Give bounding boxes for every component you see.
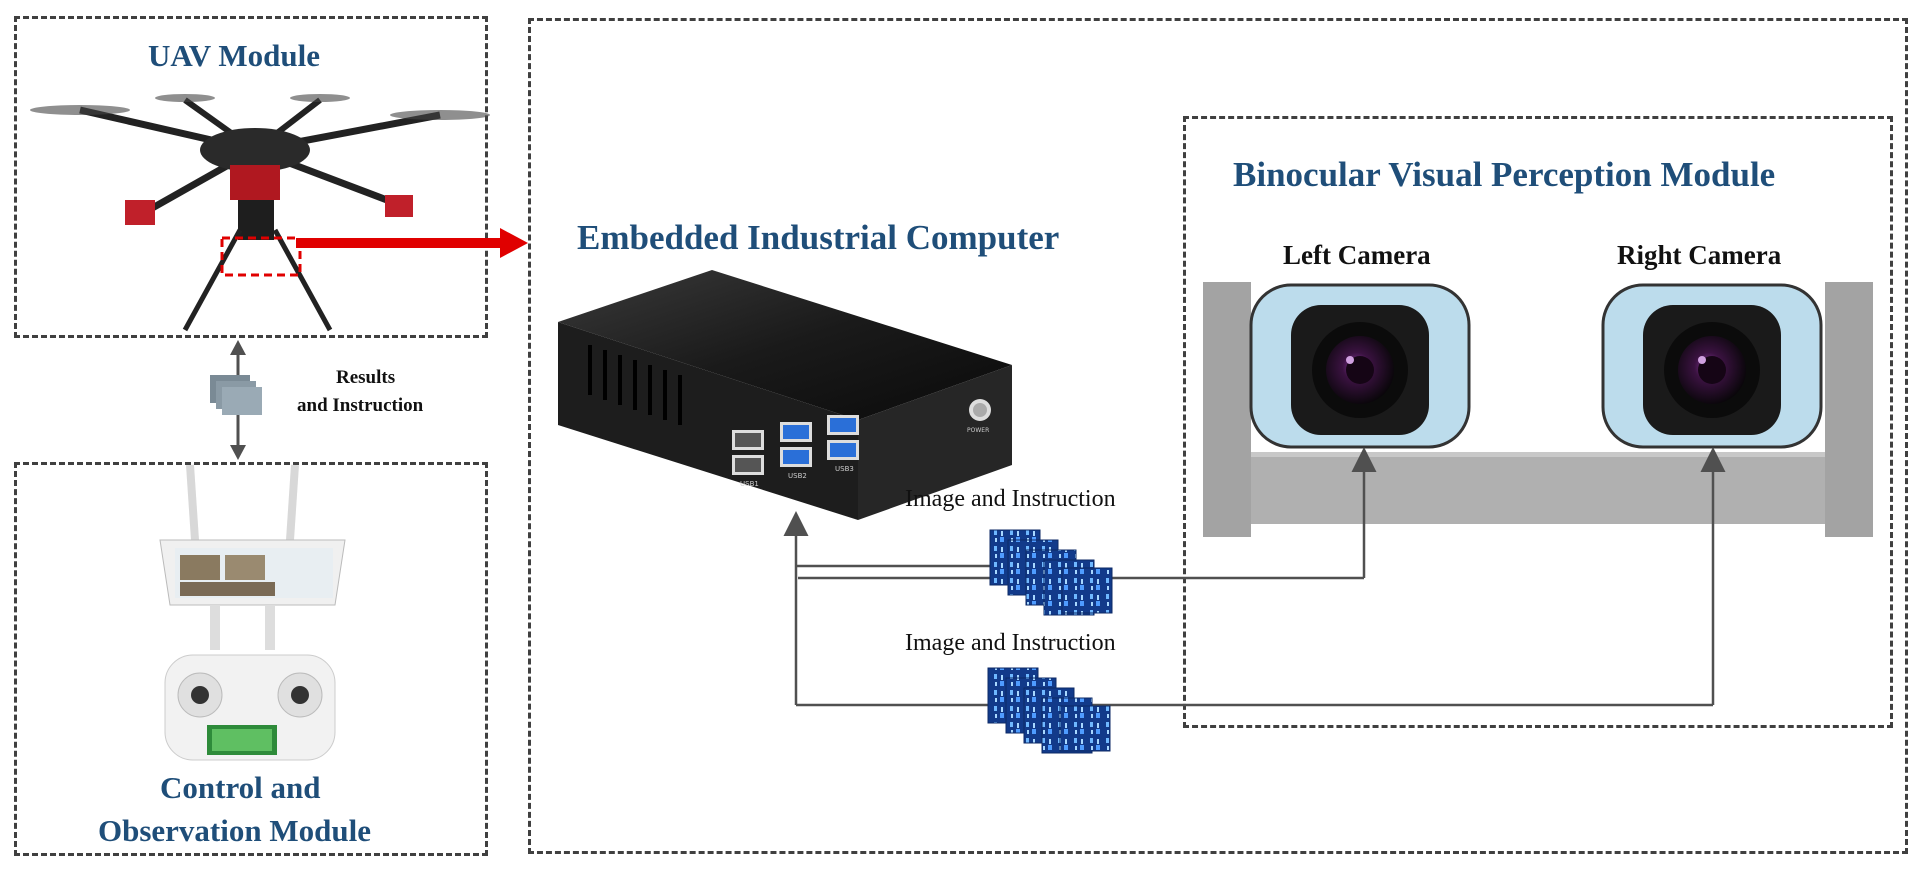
embedded-computer-image [558,270,1012,520]
control-module-title-line2: Observation Module [98,813,371,848]
binary-data-icon-bottom [987,667,1111,754]
bidirectional-link-arrow [210,340,262,460]
control-module-box [14,462,488,856]
camera-rig-image [1203,282,1873,537]
binocular-module-box [1183,116,1893,728]
uav-module-title: UAV Module [148,38,320,73]
right-camera-image [1601,283,1823,449]
flow-label-top: Image and Instruction [905,486,1116,512]
binocular-module-title: Binocular Visual Perception Module [1233,155,1776,194]
left-camera-label: Left Camera [1283,240,1431,270]
control-module-title-line1: Control and [160,770,321,805]
control-station-image [159,464,346,761]
port-label-usb1: USB1 [740,480,759,488]
computer-title: Embedded Industrial Computer [577,218,1060,257]
right-camera-label: Right Camera [1617,240,1782,270]
uav-drone-image [30,94,490,332]
power-label: POWER [967,427,989,434]
uav-module-box [14,16,488,338]
port-label-usb3: USB3 [835,465,854,473]
binary-data-icon-top [989,529,1113,616]
left-camera-image [1249,283,1471,449]
link-label-line1: Results [336,367,396,388]
link-label-line2: and Instruction [297,395,424,416]
port-label-usb2: USB2 [788,472,807,480]
main-system-box [528,18,1908,854]
flow-label-bottom: Image and Instruction [905,630,1116,656]
uav-arrow-head [500,228,528,258]
